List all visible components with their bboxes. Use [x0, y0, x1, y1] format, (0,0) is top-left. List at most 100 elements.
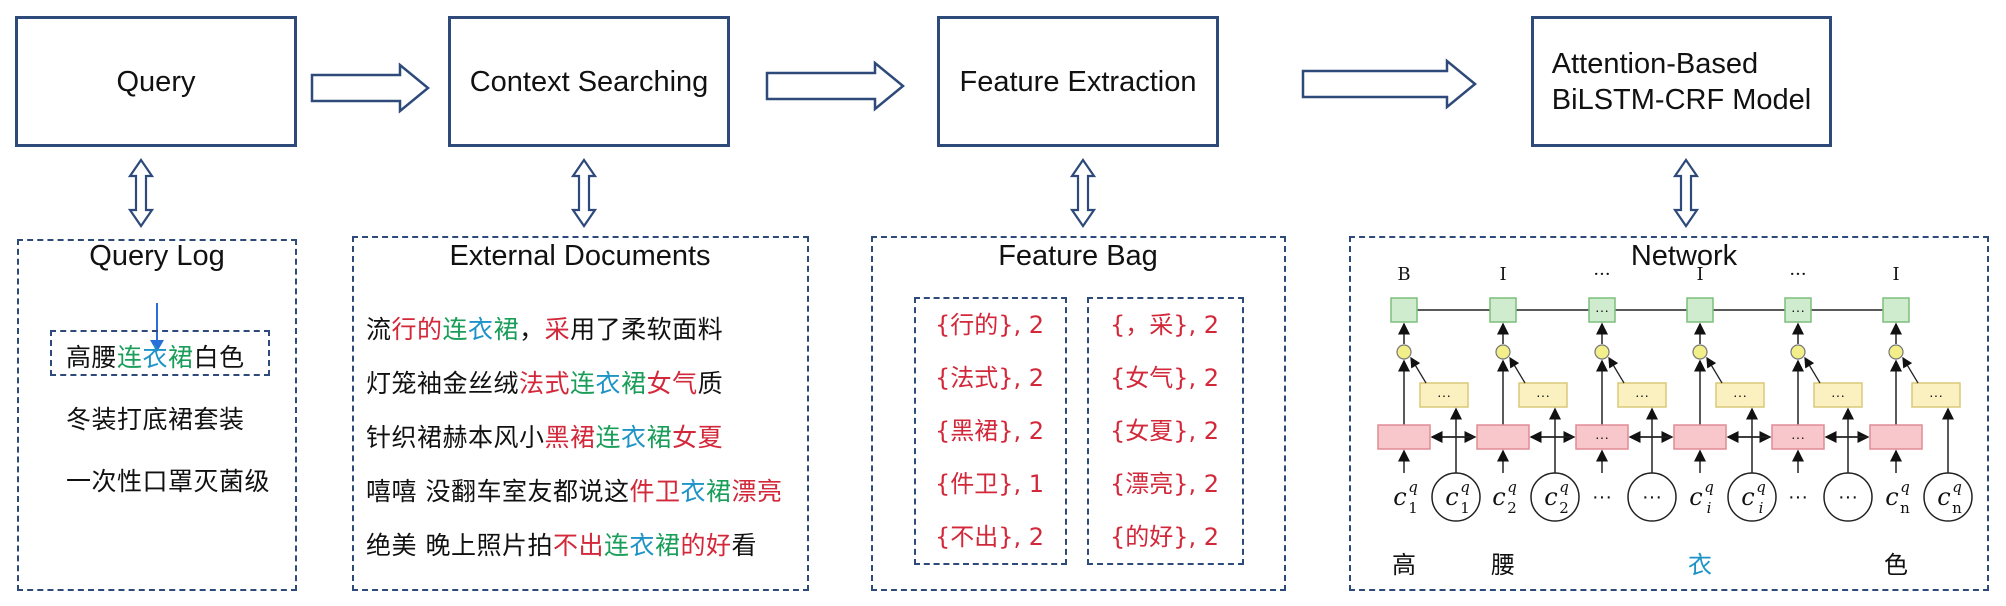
text-segment: 绝美 晚上照片拍: [366, 531, 553, 560]
text-segment: 用了柔软面料: [570, 315, 724, 344]
text-segment: 件卫: [629, 477, 681, 506]
lstm-node: [1476, 424, 1530, 450]
bidirectional-arrow: [127, 158, 155, 228]
attention-dot: [1594, 344, 1610, 360]
attention-dot: [1692, 344, 1708, 360]
context-input-node: [1530, 472, 1580, 522]
text-segment: 衣: [629, 531, 655, 560]
text-segment: 衣: [142, 343, 169, 372]
text-segment: 女气: [646, 369, 698, 398]
input-subscript: 1: [1408, 499, 1418, 517]
text-segment: 裙: [655, 531, 681, 560]
input-variable: c: [1937, 483, 1950, 511]
text-segment: 衣: [595, 369, 622, 398]
attention-dot: [1495, 344, 1511, 360]
stage-context-searching-label: Context Searching: [469, 65, 709, 98]
attention-dot: [1888, 344, 1904, 360]
context-input-node: [1431, 472, 1481, 522]
arrow-diagonal: [1804, 356, 1821, 384]
input-subscript: 2: [1559, 499, 1569, 517]
network-input-char: 色: [1884, 551, 1908, 579]
crf-tag-label: ···: [1593, 264, 1610, 285]
input-superscript: q: [1460, 478, 1470, 496]
input-superscript: q: [1408, 478, 1418, 496]
stage-context-searching: Context Searching: [448, 16, 730, 147]
text-segment: 连: [442, 315, 469, 344]
text-segment: 嘻嘻 没翻车室友都说这: [366, 477, 630, 506]
crf-tag-label: I: [1696, 264, 1703, 285]
context-input-node: [1923, 472, 1973, 522]
text-segment: 衣: [621, 423, 647, 452]
crf-tag-label: ···: [1789, 264, 1806, 285]
text-segment: 一次性口罩灭菌级: [66, 467, 271, 496]
text-segment: 裙: [646, 423, 673, 452]
text-segment: 裙: [493, 315, 520, 344]
feature-embedding-node: [1419, 382, 1469, 408]
input-variable: c: [1544, 483, 1557, 511]
input-subscript: 2: [1507, 499, 1517, 517]
crf-node: [1686, 297, 1714, 323]
text-line: 针织裙赫本风小黑裙连衣裙女夏: [366, 418, 723, 454]
crf-node: [1489, 297, 1517, 323]
text-line: 绝美 晚上照片拍不出连衣裙的好看: [366, 526, 757, 562]
text-segment: 裙: [705, 477, 732, 506]
text-segment: 质: [697, 369, 724, 398]
pointer-arrow-head: [150, 340, 164, 352]
feature-embedding-node: [1617, 382, 1667, 408]
feature-item: {漂亮}, 2: [1110, 470, 1220, 498]
text-segment: 衣: [468, 315, 494, 344]
feature-node-dots: ···: [1536, 387, 1550, 403]
flow-arrow: [1301, 58, 1477, 110]
input-superscript: q: [1507, 478, 1517, 496]
text-line: 灯笼袖金丝绒法式连衣裙女气质: [366, 364, 723, 400]
crf-node: [1882, 297, 1910, 323]
panel-network: [1349, 236, 1989, 591]
panel-feature-bag: [871, 236, 1286, 591]
text-segment: 连: [603, 531, 630, 560]
network-title: Network: [1630, 240, 1738, 272]
feature-item: {法式}, 2: [935, 364, 1045, 392]
crf-tag-label: B: [1397, 264, 1410, 285]
bidirectional-arrow: [570, 158, 598, 228]
lstm-node: [1377, 424, 1431, 450]
feature-item: {行的}, 2: [935, 311, 1045, 339]
feature-bag-right-column: [1087, 297, 1244, 565]
input-variable: c: [1689, 483, 1702, 511]
feature-node-dots: ···: [1929, 387, 1943, 403]
text-segment: 白色: [193, 343, 245, 372]
text-line: 一次性口罩灭菌级: [66, 462, 270, 498]
text-segment: 灯笼袖金丝绒: [366, 369, 520, 398]
text-segment: 连: [595, 423, 622, 452]
input-subscript: n: [1900, 499, 1910, 517]
input-dots: ···: [1838, 486, 1858, 508]
feature-item: {件卫}, 1: [935, 470, 1045, 498]
feature-embedding-node: [1518, 382, 1568, 408]
text-segment: 的好: [680, 531, 732, 560]
crf-node: [1390, 297, 1418, 323]
input-variable: c: [1492, 483, 1505, 511]
feature-node-dots: ···: [1635, 387, 1649, 403]
arrow-diagonal: [1410, 356, 1427, 384]
stage-model-label-line: Attention-Based: [1551, 47, 1759, 80]
input-dots: ···: [1642, 486, 1662, 508]
arrow-diagonal: [1509, 356, 1526, 384]
feature-item: {不出}, 2: [935, 523, 1045, 551]
feature-item: {的好}, 2: [1110, 523, 1220, 551]
query-log-title: Query Log: [89, 240, 225, 272]
feature-embedding-node: [1911, 382, 1961, 408]
bidirectional-arrow: [1069, 158, 1097, 228]
input-subscript: n: [1952, 499, 1962, 517]
text-line: 高腰连衣裙白色: [66, 338, 245, 374]
feature-item: {女气}, 2: [1110, 364, 1220, 392]
text-segment: 流: [366, 315, 392, 344]
context-input-node: [1627, 472, 1677, 522]
network-input-char: 腰: [1491, 551, 1515, 579]
attention-dot: [1790, 344, 1806, 360]
text-segment: 裙: [168, 343, 194, 372]
feature-node-dots: ···: [1437, 387, 1451, 403]
text-segment: 冬装打底裙套装: [66, 405, 245, 434]
bidirectional-arrow: [1672, 158, 1700, 228]
text-line: 冬装打底裙套装: [66, 400, 245, 436]
input-variable: c: [1741, 483, 1754, 511]
